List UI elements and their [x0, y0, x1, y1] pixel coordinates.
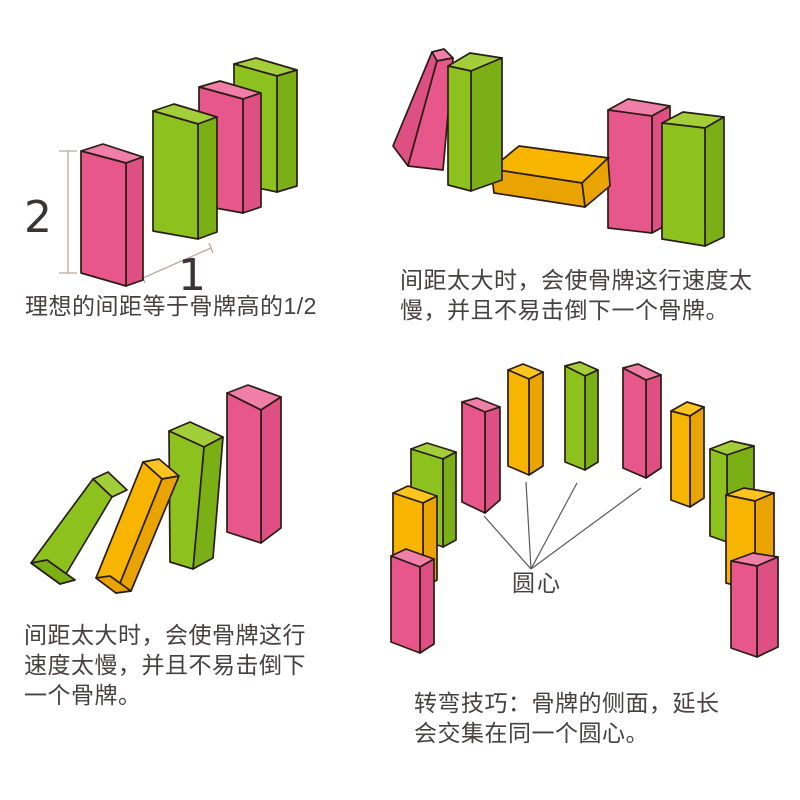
dimension-line — [208, 242, 214, 254]
caption-line: 间距太大时，会使骨牌这行速度太 — [400, 267, 753, 293]
domino-face-front — [709, 448, 728, 543]
radius-guide-line — [483, 515, 532, 570]
caption-line: 转弯技巧：骨牌的侧面，延长 — [414, 690, 720, 716]
panel-bottom-right — [390, 361, 779, 658]
domino-face-side — [419, 558, 435, 654]
domino-yellow — [95, 458, 180, 594]
domino-face-front — [390, 555, 421, 654]
domino-face-front — [447, 65, 472, 192]
domino-face-side — [584, 369, 599, 471]
caption-line: 慢，并且不易击倒下一个骨牌。 — [400, 297, 729, 323]
domino-face-front — [168, 430, 205, 570]
caption-line: 速度太慢，并且不易击倒下 — [24, 652, 306, 678]
caption-ideal-spacing: 理想的间距等于骨牌高的1/2 — [25, 291, 317, 321]
domino-face-front — [152, 110, 199, 240]
domino-face-side — [30, 559, 76, 585]
domino-yellow — [670, 401, 705, 508]
domino-green — [661, 111, 725, 247]
gap-dimension-label: 1 — [178, 250, 206, 301]
domino-face-side — [689, 406, 705, 508]
domino-pink — [226, 384, 282, 544]
domino-face-side — [95, 575, 132, 594]
domino-green — [152, 103, 218, 240]
caption-line: 理想的间距等于骨牌高的1/2 — [25, 293, 317, 319]
domino-pink — [622, 363, 662, 479]
domino-yellow — [490, 145, 611, 208]
domino-face-front — [461, 401, 486, 514]
domino-face-front — [607, 109, 653, 234]
domino-face-front — [730, 560, 758, 658]
domino-face-front — [661, 122, 706, 247]
panel-bottom-left — [30, 384, 282, 594]
domino-face-side — [756, 556, 779, 658]
domino-face-side — [276, 69, 298, 193]
domino-green — [564, 361, 599, 471]
domino-face-side — [490, 168, 586, 208]
domino-face-side — [442, 451, 457, 548]
domino-pink — [80, 143, 144, 287]
domino-pink — [730, 552, 779, 658]
height-dimension-label: 2 — [24, 192, 52, 243]
radius-guide-line — [530, 487, 642, 570]
circle-center-label: 圆心 — [512, 570, 562, 596]
caption-line: 一个骨牌。 — [24, 682, 142, 708]
domino-face-side — [528, 371, 544, 476]
domino-face-side — [197, 116, 218, 240]
caption-gap-too-big-top: 间距太大时，会使骨牌这行速度太 慢，并且不易击倒下一个骨牌。 — [400, 265, 753, 325]
domino-face-front — [226, 392, 262, 544]
caption-line: 会交集在同一个圆心。 — [414, 720, 649, 746]
domino-face-front — [564, 365, 586, 471]
domino-face-side — [260, 396, 282, 544]
caption-turning-technique: 转弯技巧：骨牌的侧面，延长 会交集在同一个圆心。 — [414, 688, 720, 748]
domino-face-side — [125, 156, 144, 287]
domino-face-side — [470, 57, 503, 192]
domino-face-side — [704, 116, 725, 247]
caption-line: 间距太大时，会使骨牌这行 — [24, 622, 306, 648]
radius-guide-line — [525, 481, 532, 570]
domino-pink — [392, 48, 454, 171]
domino-face-front — [670, 410, 691, 508]
panel-top-right — [392, 48, 725, 247]
domino-face-side — [484, 406, 501, 514]
domino-face-side — [645, 374, 662, 479]
domino-face-front — [407, 57, 454, 171]
domino-face-front — [80, 150, 127, 287]
domino-pink — [198, 80, 262, 214]
domino-face-side — [242, 92, 262, 214]
dimension-line — [142, 247, 212, 279]
domino-face-front — [622, 367, 647, 479]
domino-green — [168, 421, 224, 570]
domino-pink — [461, 397, 501, 514]
radius-guide-line — [530, 482, 578, 570]
panel-top-left — [59, 57, 298, 287]
caption-gap-too-big-bottom: 间距太大时，会使骨牌这行 速度太慢，并且不易击倒下 一个骨牌。 — [24, 620, 306, 710]
domino-pink — [390, 548, 435, 654]
domino-face-front — [507, 369, 530, 476]
domino-pink — [607, 98, 671, 234]
domino-yellow — [507, 363, 544, 476]
domino-green — [30, 471, 128, 585]
domino-green — [447, 52, 503, 192]
